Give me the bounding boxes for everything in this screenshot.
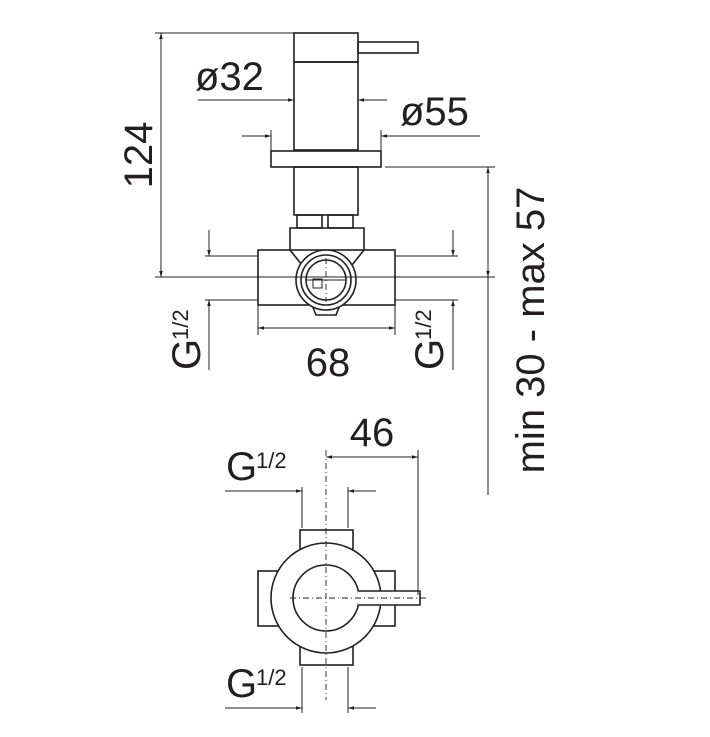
svg-text:1/2: 1/2 — [256, 448, 287, 473]
dim-g12-top: G1/2 — [226, 445, 287, 489]
dim-124-label: 124 — [117, 122, 161, 189]
front-view: 46 G1/2 G1/2 — [225, 411, 428, 713]
square-mark — [312, 278, 323, 289]
outlet-ring-inner — [300, 254, 352, 306]
flange — [270, 150, 382, 168]
side-view: 124 ø32 ø55 G1/2 68 G1/2 min 30 - max 57 — [117, 32, 553, 495]
dim-g12-right: G1/2 — [408, 309, 452, 370]
lever — [357, 41, 419, 54]
dim-d32-label: ø32 — [195, 55, 264, 99]
svg-text:1/2: 1/2 — [168, 309, 193, 340]
dim-wall-depth-label: min 30 - max 57 — [509, 187, 553, 474]
dim-68-label: 68 — [306, 341, 351, 385]
dim-g12-bottom: G1/2 — [226, 662, 287, 706]
svg-text:1/2: 1/2 — [411, 309, 436, 340]
handle-cap — [293, 32, 359, 63]
svg-text:G: G — [226, 445, 257, 489]
nut — [327, 214, 354, 229]
svg-text:G: G — [226, 662, 257, 706]
svg-text:G: G — [165, 339, 209, 370]
dim-d55-label: ø55 — [400, 90, 469, 134]
svg-text:1/2: 1/2 — [256, 665, 287, 690]
bottom-lug — [311, 304, 341, 316]
nut — [296, 214, 323, 229]
svg-text:G: G — [408, 339, 452, 370]
body-top — [289, 227, 365, 250]
spindle — [293, 166, 359, 216]
body-rib — [289, 249, 365, 266]
dim-g12-left: G1/2 — [165, 309, 209, 370]
dim-46-label: 46 — [350, 411, 395, 455]
handle-stem — [293, 61, 359, 151]
